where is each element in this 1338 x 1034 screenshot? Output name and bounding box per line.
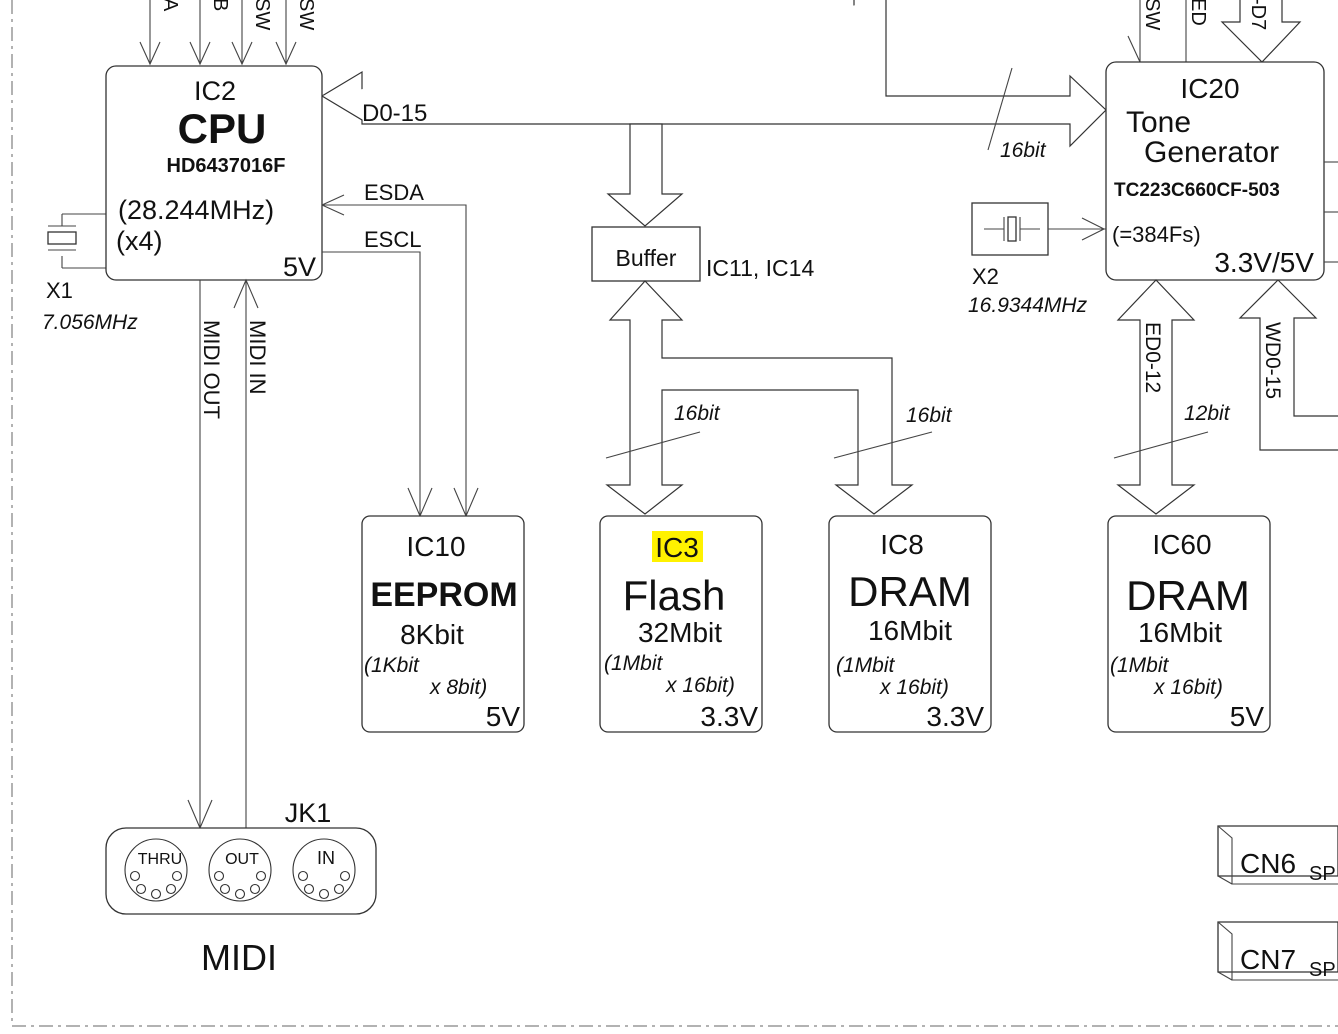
midi-thru-label: THRU (138, 851, 182, 868)
ic10-ref: IC10 (406, 531, 465, 562)
cn7-label: CN7 (1240, 944, 1296, 975)
cpu-multiplier: (x4) (116, 226, 163, 256)
signal-b-label: B (209, 0, 231, 11)
ic60-ref: IC60 (1152, 529, 1211, 560)
cpu-part-number: HD6437016F (167, 155, 286, 177)
ic3-highlight (652, 531, 703, 562)
midi-in-jack: IN (292, 838, 356, 902)
ic3-flash-block: IC3 Flash 32Mbit (1Mbit x 16bit) 3.3V (599, 515, 763, 733)
bus-to-buffer (606, 123, 684, 227)
cpu-ref: IC2 (194, 76, 236, 106)
ic20-fs: (=384Fs) (1112, 222, 1201, 247)
midi-out-jack: OUT (208, 838, 272, 902)
bus-wd0-15-label: WD0-15 (1261, 322, 1284, 399)
midi-in-label: MIDI IN (245, 320, 270, 395)
ic10-eeprom-block: IC10 EEPROM 8Kbit (1Kbit x 8bit) 5V (361, 515, 525, 733)
x2-crystal: X2 16.9344MHz (968, 202, 1106, 317)
ic8-name: DRAM (848, 568, 972, 615)
i2c-lines: ESDA ESCL (321, 180, 479, 518)
ic20-ref: IC20 (1180, 73, 1239, 104)
ic8-size: 16Mbit (868, 615, 952, 646)
midi-lines: MIDI OUT MIDI IN (187, 278, 270, 830)
ic60-dram-block: IC60 DRAM 16Mbit (1Mbit x 16bit) 5V (1107, 515, 1271, 733)
ic20-name-line1: Tone (1126, 106, 1191, 139)
bus-d0-15: D0-15 16bit (321, 0, 1107, 162)
midi-in-jack-label: IN (317, 848, 335, 868)
buffer-refs: IC11, IC14 (706, 255, 814, 281)
ic3-org-line2: x 16bit) (665, 674, 735, 697)
ic8-org-line1: (1Mbit (836, 654, 896, 677)
midi-thru-jack: THRU (124, 838, 188, 902)
ic20-tone-generator-block: IC20 Tone Generator TC223C660CF-503 (=38… (1105, 61, 1338, 281)
ic3-org-line1: (1Mbit (604, 652, 664, 675)
bus-16bit-flash-label: 16bit (674, 402, 721, 425)
ic3-voltage: 3.3V (700, 701, 758, 732)
ic60-org-line1: (1Mbit (1110, 654, 1170, 677)
cn6-sub-label: SP (1309, 863, 1336, 885)
ic8-ref: IC8 (880, 529, 924, 560)
signal-sw1-label: SW (251, 0, 273, 30)
ic3-name: Flash (623, 572, 726, 619)
ic8-dram-block: IC8 DRAM 16Mbit (1Mbit x 16bit) 3.3V (828, 515, 992, 733)
bus-d0-15-label: D0-15 (362, 100, 427, 127)
frame-border (11, 0, 1338, 1027)
esda-label: ESDA (364, 180, 424, 205)
ic10-name: EEPROM (370, 576, 517, 614)
ic8-voltage: 3.3V (926, 701, 984, 732)
cn7-sub-label: SP (1309, 959, 1336, 981)
bus-16bit-top-label: 16bit (1000, 139, 1047, 162)
cpu-voltage: 5V (283, 252, 316, 282)
ic20-part-number: TC223C660CF-503 (1114, 180, 1280, 201)
buffer-block: Buffer IC11, IC14 (591, 226, 814, 282)
x1-crystal: X1 7.056MHz (42, 213, 138, 334)
signal-ed-label: ED (1187, 0, 1209, 26)
signal-a-label: A (159, 0, 181, 12)
ic3-ref: IC3 (655, 532, 699, 563)
bus-ed0-12: 12bit ED0-12 (1113, 279, 1231, 515)
ic20-name-line2: Generator (1144, 136, 1279, 169)
ic20-voltage: 3.3V/5V (1214, 247, 1314, 278)
ic60-voltage: 5V (1230, 701, 1265, 732)
bus-12bit-label: 12bit (1184, 402, 1231, 425)
ic10-size: 8Kbit (400, 619, 464, 650)
cpu-block: IC2 CPU HD6437016F (28.244MHz) (x4) 5V (105, 65, 323, 282)
cpu-name: CPU (178, 105, 267, 152)
ic8-org-line2: x 16bit) (879, 676, 949, 699)
x2-frequency: 16.9344MHz (968, 294, 1088, 317)
cn6-label: CN6 (1240, 848, 1296, 879)
ic60-org-line2: x 16bit) (1153, 676, 1223, 699)
signal-d7-label: -D7 (1247, 0, 1269, 30)
signal-sw3-label: SW (1141, 0, 1163, 30)
connector-cn6: CN6 SP (1217, 825, 1338, 885)
ic10-org-line1: (1Kbit (364, 654, 420, 677)
x2-ref: X2 (972, 264, 999, 289)
connector-cn7: CN7 SP (1217, 921, 1338, 981)
x1-frequency: 7.056MHz (42, 311, 138, 334)
buffer-label: Buffer (616, 245, 677, 271)
tone-top-inputs: SW ED -D7 (1127, 0, 1302, 63)
escl-label: ESCL (364, 227, 421, 252)
ic60-name: DRAM (1126, 572, 1250, 619)
cpu-clock: (28.244MHz) (118, 195, 274, 225)
x1-ref: X1 (46, 278, 73, 303)
midi-out-jack-label: OUT (225, 851, 259, 868)
bus-buffer-to-memory: 16bit 16bit (605, 280, 953, 515)
midi-title: MIDI (201, 937, 277, 978)
ic3-size: 32Mbit (638, 617, 722, 648)
midi-out-label: MIDI OUT (199, 320, 224, 419)
cpu-top-inputs: A B SW SW (139, 0, 317, 66)
signal-sw2-label: SW (295, 0, 317, 30)
midi-connector-jk1: JK1 THRU OUT IN MIDI (105, 798, 377, 978)
ic10-org-line2: x 8bit) (429, 676, 487, 699)
bus-16bit-dram-label: 16bit (906, 404, 953, 427)
ic60-size: 16Mbit (1138, 617, 1222, 648)
bus-wd0-15: WD0-15 (1238, 279, 1338, 451)
ic10-voltage: 5V (486, 701, 521, 732)
bus-ed0-12-label: ED0-12 (1141, 322, 1164, 393)
jk1-ref: JK1 (285, 798, 332, 828)
